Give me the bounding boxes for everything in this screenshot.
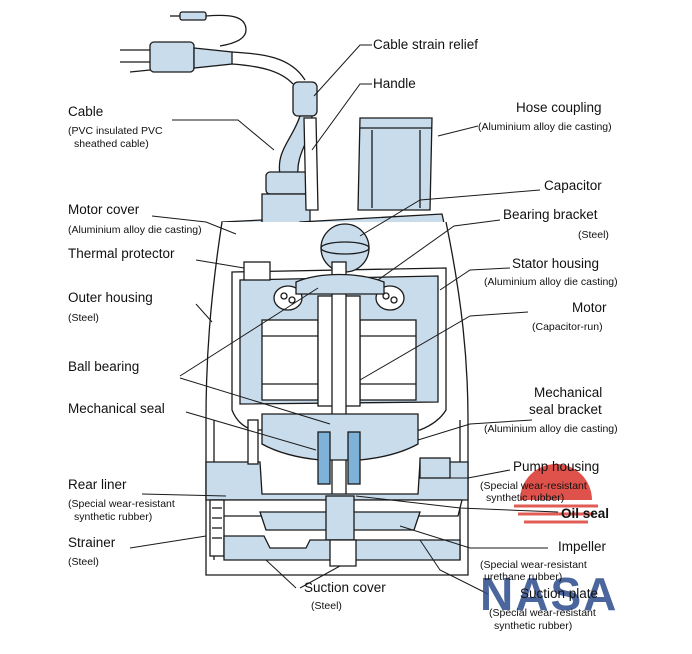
bearing-bracket [295, 273, 385, 295]
leader-strainer [129, 535, 207, 549]
label-ball-bearing: Ball bearing [68, 359, 139, 374]
leader-pump-housing [450, 469, 511, 479]
label-pump-housing-sub-2: synthetic rubber) [486, 492, 564, 504]
leader-lines [129, 44, 559, 595]
label-cable-sub-2: sheathed cable) [74, 138, 149, 150]
watermark-text: NASA [480, 568, 618, 620]
handle-rod [303, 117, 319, 211]
leader-suction-cover-1 [265, 559, 297, 589]
pump-illustration [120, 11, 469, 576]
leader-mechanical-seal [185, 411, 317, 451]
hose-coupling [357, 117, 433, 211]
leader-thermal-protector [195, 259, 245, 269]
label-mechanical-seal: Mechanical seal [68, 401, 165, 416]
label-suction-plate-sub-1: (Special wear-resistant [489, 607, 596, 619]
leader-cable-strain-relief [313, 44, 372, 97]
leader-seal-bracket [417, 419, 533, 441]
label-strainer: Strainer [68, 535, 116, 550]
label-hose-coupling: Hose coupling [516, 100, 602, 115]
label-pump-housing-sub-1: (Special wear-resistant [480, 480, 587, 492]
label-hose-coupling-sub: (Aluminium alloy die casting) [478, 121, 612, 133]
suction-plate [329, 539, 357, 567]
watermark-sun-icon [520, 464, 592, 500]
label-outer-housing: Outer housing [68, 290, 153, 305]
label-cable-sub-1: (PVC insulated PVC [68, 125, 163, 137]
wire-connector [170, 11, 247, 47]
label-bearing-bracket: Bearing bracket [503, 207, 598, 222]
leader-capacitor [359, 189, 541, 237]
label-capacitor: Capacitor [544, 178, 602, 193]
label-stator-housing-sub: (Aluminium alloy die casting) [484, 276, 618, 288]
label-motor-cover-sub: (Aluminium alloy die casting) [68, 224, 202, 236]
leader-impeller [399, 525, 548, 549]
label-stator-housing: Stator housing [512, 256, 599, 271]
leader-motor-cover [151, 215, 237, 235]
label-impeller: Impeller [558, 539, 607, 554]
label-cable-strain-relief: Cable strain relief [373, 37, 478, 52]
label-thermal-protector: Thermal protector [68, 246, 175, 261]
label-motor-sub: (Capacitor-run) [532, 321, 603, 333]
leader-oil-seal [355, 495, 559, 513]
strainer [209, 499, 225, 557]
leader-rear-liner [141, 493, 227, 497]
leader-suction-cover-2 [299, 565, 341, 589]
leader-ball-bearing-2 [179, 377, 331, 425]
label-motor: Motor [572, 300, 607, 315]
thermal-protector [243, 261, 271, 281]
label-strainer-sub: (Steel) [68, 556, 99, 568]
leader-handle [311, 83, 372, 151]
labels: Cable strain relief Handle Cable (PVC in… [68, 37, 618, 632]
leader-ball-bearing-1 [179, 287, 319, 377]
label-seal-bracket-1: Mechanical [534, 385, 602, 400]
label-handle: Handle [373, 76, 416, 91]
leader-stator-housing [439, 267, 511, 291]
label-seal-bracket-2: seal bracket [529, 402, 602, 417]
label-suction-cover-sub: (Steel) [311, 600, 342, 612]
label-oil-seal: Oil seal [561, 506, 609, 521]
leader-suction-plate [419, 539, 489, 595]
power-plug [120, 41, 306, 85]
label-rear-liner-sub-2: synthetic rubber) [74, 511, 152, 523]
leader-outer-housing [195, 303, 213, 323]
nasa-watermark: NASA [480, 464, 618, 620]
label-motor-cover: Motor cover [68, 202, 140, 217]
label-seal-bracket-sub: (Aluminium alloy die casting) [484, 423, 618, 435]
label-suction-plate-sub-2: synthetic rubber) [494, 620, 572, 632]
label-bearing-bracket-sub: (Steel) [578, 229, 609, 241]
label-pump-housing: Pump housing [513, 459, 599, 474]
label-suction-plate: Suction plate [520, 586, 598, 601]
label-impeller-sub-2: urethane rubber) [484, 571, 562, 583]
label-outer-housing-sub: (Steel) [68, 312, 99, 324]
mechanical-seal-bracket [261, 413, 419, 461]
label-suction-cover: Suction cover [304, 580, 386, 595]
label-rear-liner: Rear liner [68, 477, 127, 492]
leader-cable [172, 119, 275, 151]
leader-bearing-bracket [377, 219, 501, 281]
label-rear-liner-sub-1: (Special wear-resistant [68, 498, 175, 510]
label-cable: Cable [68, 104, 103, 119]
leader-motor [359, 311, 529, 381]
leader-hose-coupling [437, 125, 479, 137]
label-impeller-sub-1: (Special wear-resistant [480, 559, 587, 571]
